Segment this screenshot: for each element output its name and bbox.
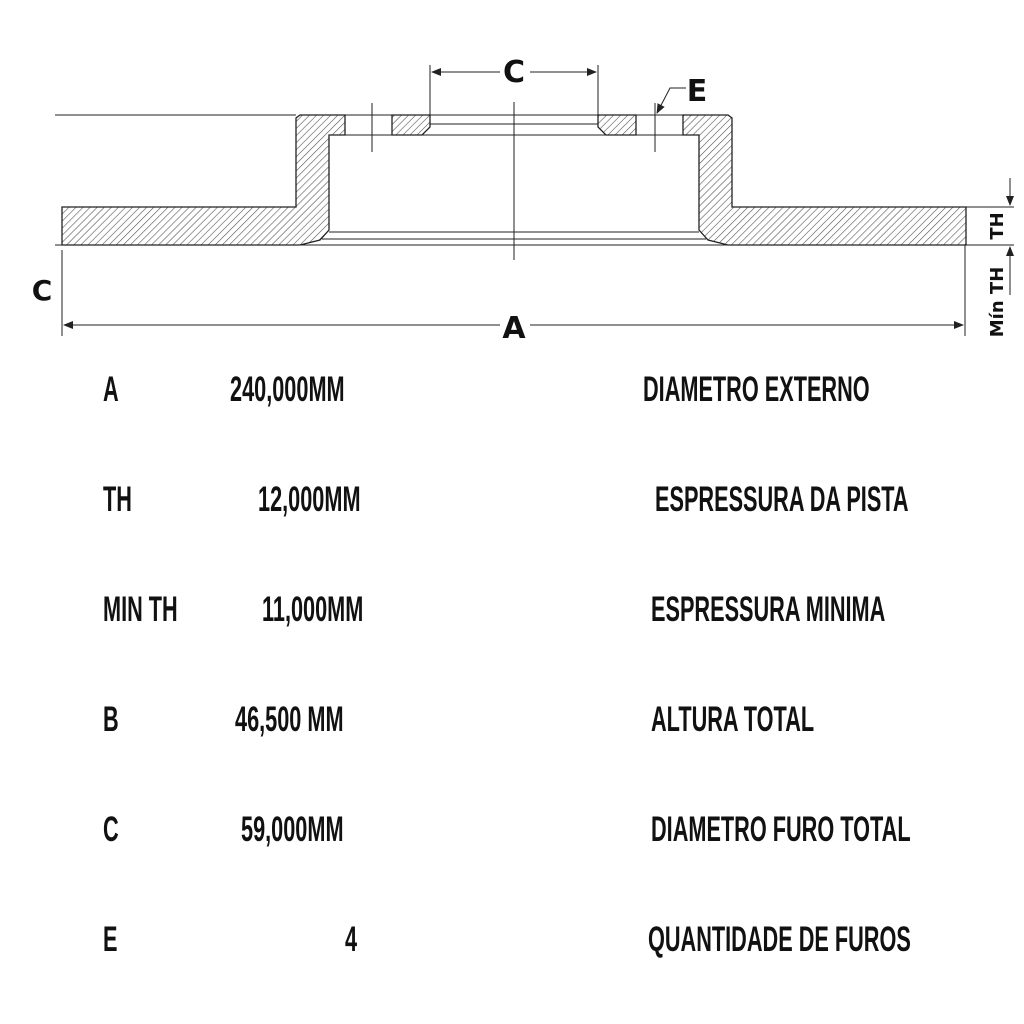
spec-description: ALTURA TOTAL — [651, 700, 815, 739]
spec-code: A — [103, 370, 119, 409]
spec-row: E 4 QUANTIDADE DE FUROS — [0, 920, 1024, 960]
brake-disc-section-diagram: C E C A TH Mín TH — [32, 55, 1014, 346]
spec-value: 240,000MM — [230, 370, 345, 409]
disc-right-section — [682, 114, 967, 246]
spec-code: TH — [103, 480, 132, 519]
disc-left-section — [61, 114, 346, 246]
label-c-top: C — [503, 55, 525, 90]
spec-description: DIAMETRO FURO TOTAL — [651, 810, 911, 849]
spec-row: TH 12,000MM ESPRESSURA DA PISTA — [0, 480, 1024, 520]
spec-row: B 46,500 MM ALTURA TOTAL — [0, 700, 1024, 740]
hub-right-flange — [597, 114, 637, 136]
hub-left-flange — [391, 114, 431, 136]
spec-row: A 240,000MM DIAMETRO EXTERNO — [0, 370, 1024, 410]
leader-e — [656, 87, 686, 114]
spec-code: MIN TH — [103, 590, 178, 629]
spec-description: DIAMETRO EXTERNO — [643, 370, 870, 409]
spec-value: 4 — [345, 920, 358, 959]
label-th: TH — [987, 212, 1008, 239]
spec-row: C 59,000MM DIAMETRO FURO TOTAL — [0, 810, 1024, 850]
spec-code: E — [103, 920, 118, 959]
spec-description: ESPRESSURA DA PISTA — [655, 480, 909, 519]
spec-value: 11,000MM — [262, 590, 364, 629]
spec-code: B — [103, 700, 119, 739]
spec-description: QUANTIDADE DE FUROS — [648, 920, 911, 959]
spec-value: 46,500 MM — [235, 700, 344, 739]
spec-code: C — [103, 810, 119, 849]
label-a: A — [502, 311, 526, 346]
label-c-left: C — [32, 274, 53, 307]
label-min-th: Mín TH — [987, 267, 1008, 338]
spec-description: ESPRESSURA MINIMA — [651, 590, 886, 629]
spec-row: MIN TH 11,000MM ESPRESSURA MINIMA — [0, 590, 1024, 630]
label-e: E — [687, 74, 708, 109]
spec-value: 12,000MM — [258, 480, 361, 519]
spec-value: 59,000MM — [241, 810, 344, 849]
